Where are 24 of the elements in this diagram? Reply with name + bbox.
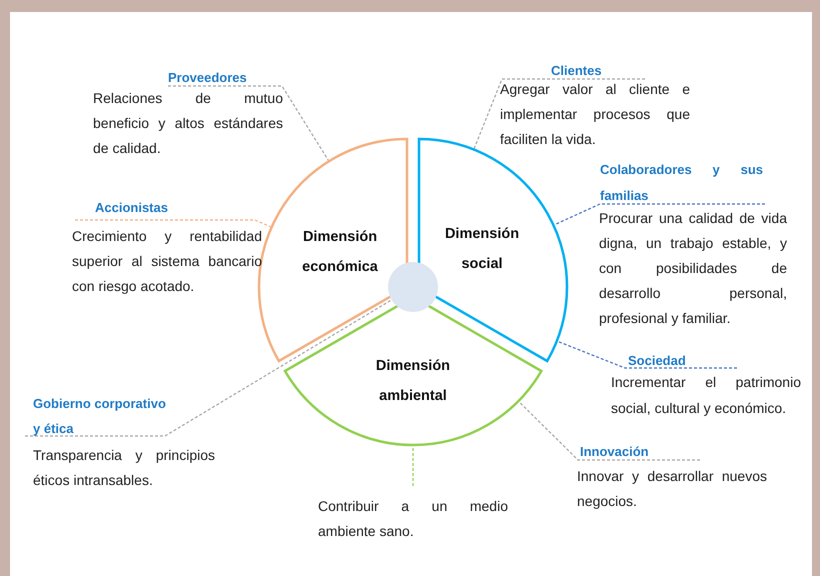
stakeholder-heading: Clientes <box>551 63 602 79</box>
stakeholder-heading: Sociedad <box>628 353 686 369</box>
leader-line <box>168 85 330 162</box>
description-text: Relaciones de mutuo beneficio y altos estándares de calidad. <box>93 89 283 158</box>
dimension-label: Dimensión social <box>444 225 520 274</box>
leader-line <box>412 445 414 486</box>
leader-line <box>473 78 645 150</box>
leader-line <box>553 203 765 226</box>
stakeholder-heading: Colaboradores y sus familias <box>600 161 763 205</box>
dimension-label: Dimensión económica <box>301 228 379 277</box>
description-text: Innovar y desarrollar nuevos negocios. <box>577 467 767 511</box>
description-text: Agregar valor al cliente e implementar procesos que faciliten la vida. <box>500 80 690 149</box>
description-text: Contribuir a un medio ambiente sano. <box>318 497 508 541</box>
leader-line <box>518 400 700 461</box>
stakeholder-heading: Innovación <box>580 444 649 460</box>
stakeholder-heading: Gobierno corporativo y ética <box>33 395 167 438</box>
dimension-label: Dimensión ambiental <box>374 357 452 406</box>
stakeholder-heading: Accionistas <box>95 200 168 216</box>
leader-line <box>556 340 737 369</box>
description-text: Incrementar el patrimonio social, cultural y económico. <box>611 373 801 418</box>
description-text: Procurar una calidad de vida digna, un trabajo estable, y con posibilidades de desarrollo personal, profesional y familiar. <box>599 209 787 328</box>
stakeholder-heading: Proveedores <box>168 70 247 86</box>
description-text: Transparencia y principios éticos intransables. <box>33 446 215 490</box>
leader-line <box>75 219 272 228</box>
